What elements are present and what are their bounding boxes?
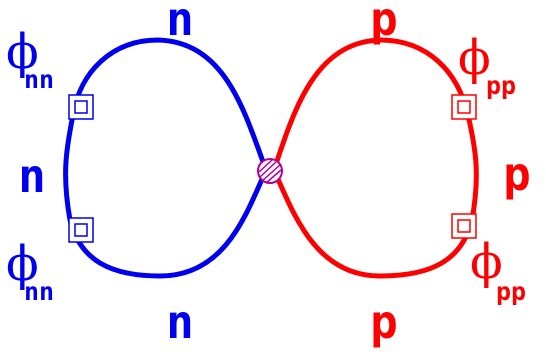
phi-pp-vertex-bottom	[451, 213, 477, 239]
phi-nn-vertex-bottom	[68, 217, 94, 243]
neutron-label-top: n	[166, 0, 194, 46]
proton-loop	[271, 37, 479, 279]
phi-nn-subscript-bottom: nn	[24, 277, 54, 306]
phi-pp-subscript-top: pp	[486, 71, 516, 100]
phi-nn-vertex-top	[68, 94, 94, 120]
phi-nn-subscript-top: nn	[24, 65, 54, 94]
phi-nn-symbol-top: ϕ	[6, 24, 39, 80]
proton-label-top: p	[370, 0, 398, 46]
phi-pp-subscript-bottom: pp	[496, 277, 526, 306]
phi-pp-vertex-top	[451, 94, 477, 120]
neutron-label-left: n	[18, 149, 46, 203]
phi-pp-symbol-top: ϕ	[458, 30, 491, 86]
phi-pp-symbol-bottom: ϕ	[470, 234, 503, 290]
neutron-loop	[63, 37, 269, 279]
central-vertex	[257, 158, 283, 184]
neutron-label-bottom: n	[166, 295, 194, 349]
phi-nn-symbol-bottom: ϕ	[6, 236, 39, 292]
proton-label-bottom: p	[370, 295, 398, 349]
proton-label-right: p	[503, 147, 531, 201]
